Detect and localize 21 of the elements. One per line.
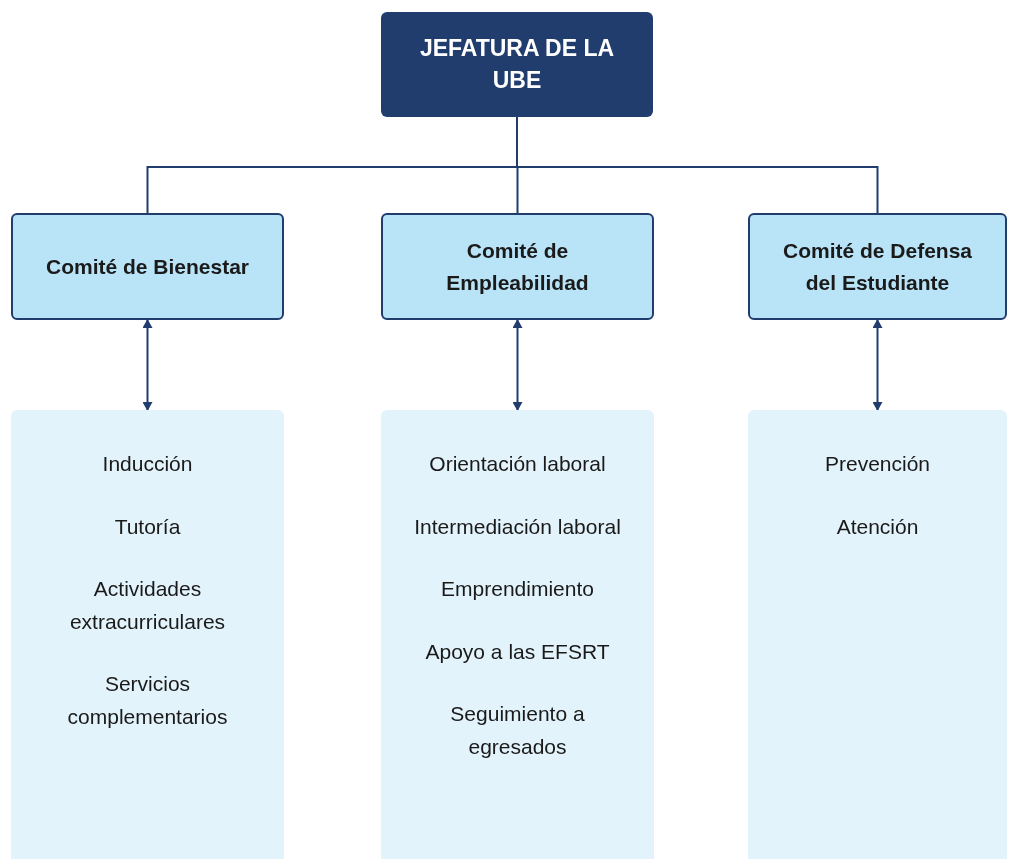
activity-item: Atención <box>836 513 919 540</box>
activity-panel <box>381 410 654 859</box>
activity-item: Prevención <box>824 451 931 477</box>
activity-item: Actividades extracurriculares <box>68 576 227 635</box>
double-arrow <box>872 319 883 411</box>
committee-box: Comité de Defensa del Estudiante <box>748 213 1007 320</box>
committee-box: Comité de Empleabilidad <box>381 213 654 320</box>
activity-item: Orientación laboral <box>429 451 606 477</box>
activity-item: Emprendimiento <box>441 576 594 603</box>
title-box: JEFATURA DE LA UBE <box>381 12 653 117</box>
double-arrow <box>512 319 523 411</box>
committee-box: Comité de Bienestar <box>11 213 284 320</box>
activity-item: Intermediación laboral <box>414 513 621 540</box>
activity-item: Seguimiento a egresados <box>449 701 586 760</box>
activity-item: Apoyo a las EFSRT <box>425 638 610 665</box>
double-arrow <box>142 319 153 411</box>
activity-panel <box>748 410 1007 859</box>
activity-item: Tutoría <box>114 513 181 540</box>
activity-panel <box>11 410 284 859</box>
activity-item: Servicios complementarios <box>66 671 229 730</box>
activity-item: Inducción <box>102 451 193 477</box>
